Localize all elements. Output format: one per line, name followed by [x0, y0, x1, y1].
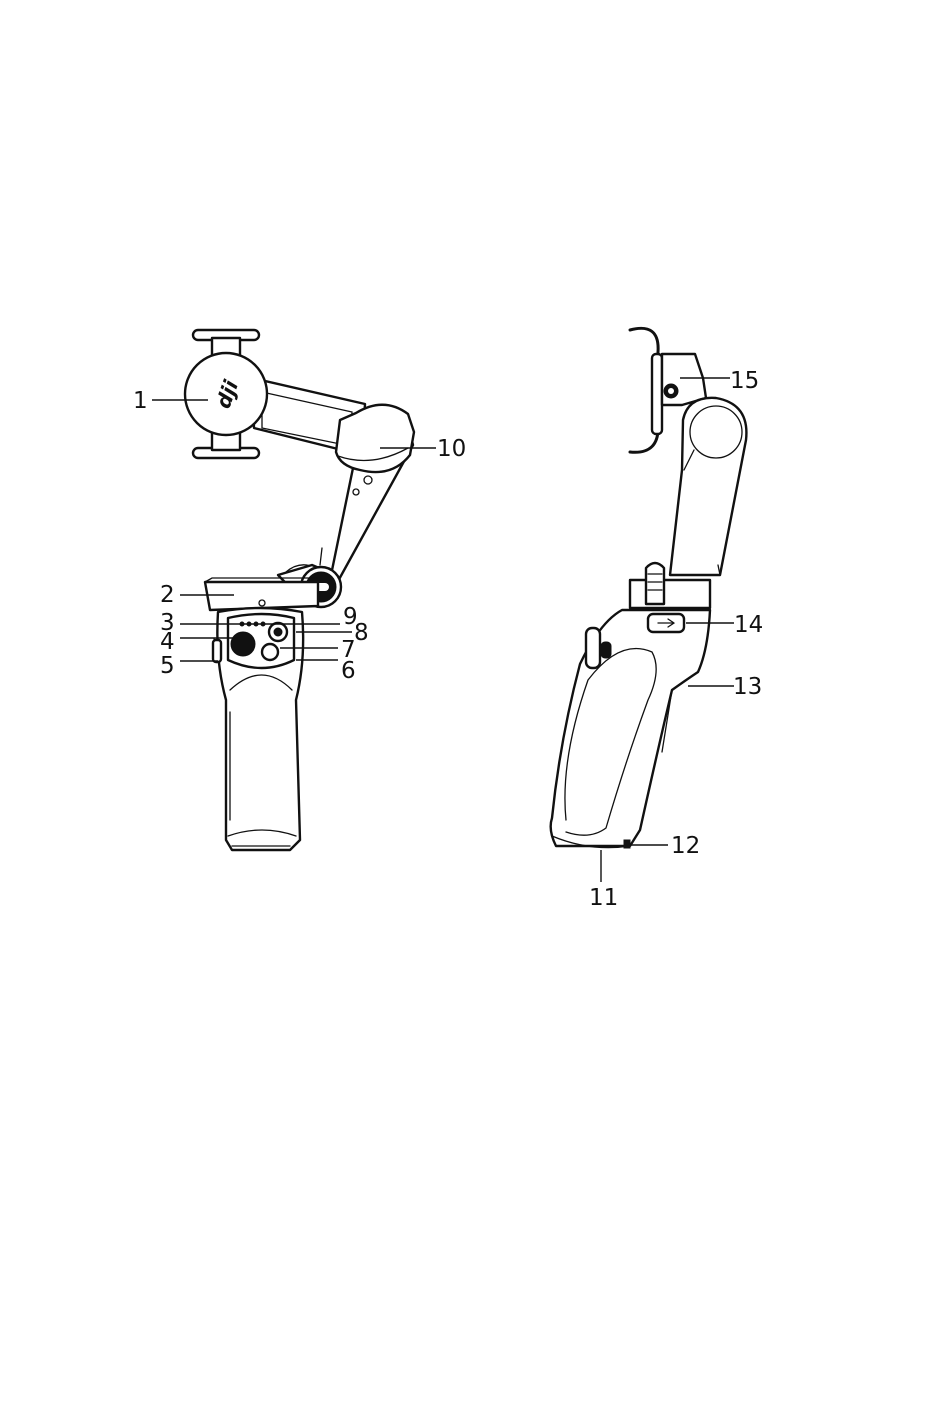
callout-12: 12 — [671, 833, 700, 859]
callout-10: 10 — [437, 436, 466, 462]
zoom-slider-icon — [213, 640, 221, 662]
callout-13: 13 — [733, 674, 762, 700]
gimbal-front-view: dji — [133, 330, 466, 850]
callout-15: 15 — [730, 368, 759, 394]
m-button-icon — [262, 644, 278, 660]
side-arm — [670, 398, 746, 575]
phone-clamp-disc: dji — [185, 353, 267, 435]
callout-2: 2 — [160, 582, 175, 608]
side-handle — [551, 610, 710, 848]
joystick-icon — [231, 632, 255, 656]
callout-5: 5 — [160, 653, 175, 679]
callout-9: 9 — [343, 604, 358, 630]
callout-14: 14 — [734, 612, 763, 638]
callout-4: 4 — [160, 629, 175, 655]
callout-1: 1 — [133, 388, 148, 414]
gimbal-side-view: 11 12 13 14 15 — [551, 328, 764, 911]
callout-11: 11 — [589, 885, 618, 911]
handle-top-plate — [205, 578, 318, 610]
